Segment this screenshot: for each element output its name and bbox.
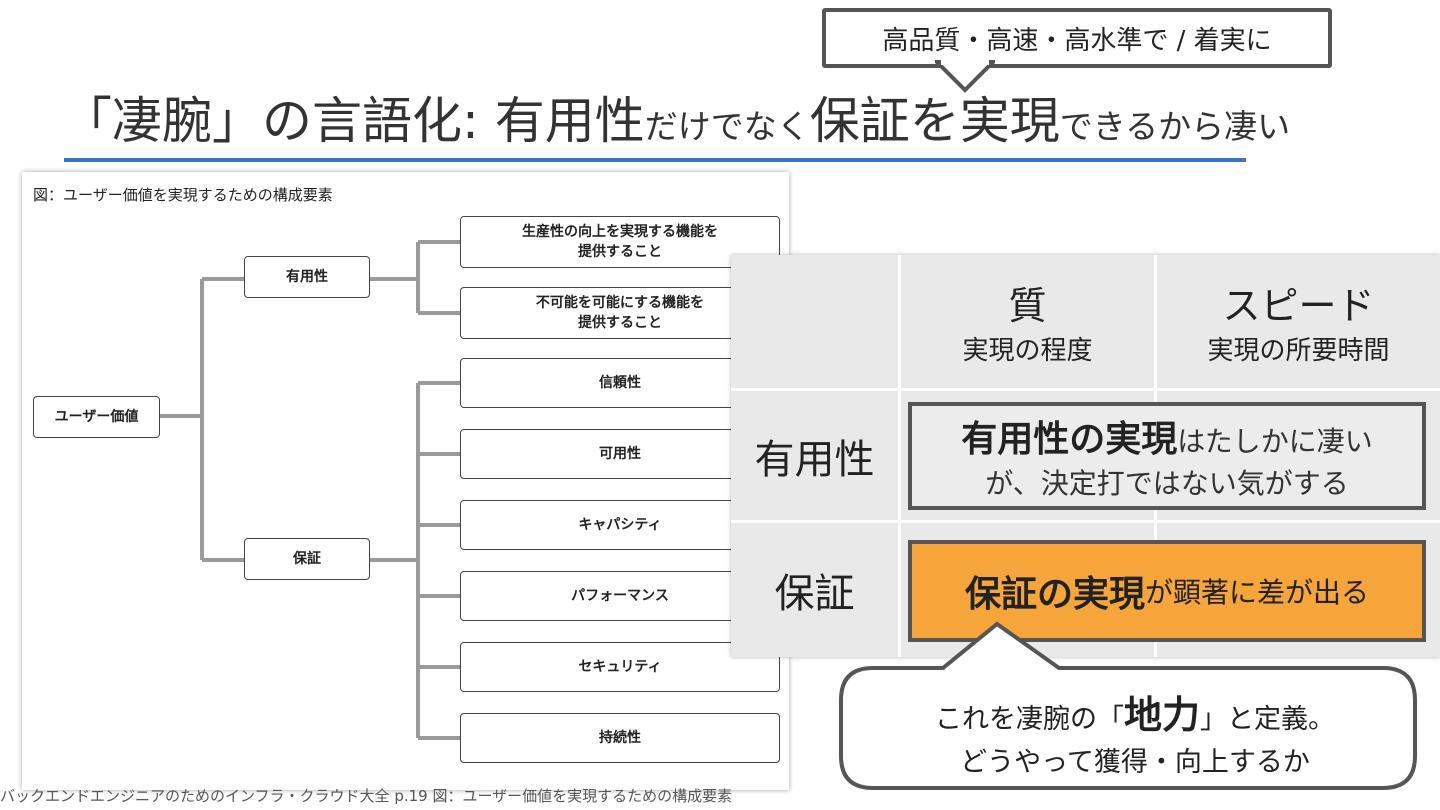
usefulness-strong: 有用性の実現 — [961, 419, 1178, 460]
guarantee-rest: が顕著に差が出る — [1145, 576, 1370, 609]
bottom-callout-strong: 地力 — [1123, 693, 1200, 737]
leaf-productivity-line2: 提供すること — [578, 244, 662, 260]
top-callout-text: 高品質・高速・高水準で / 着実に — [882, 25, 1272, 56]
row-usefulness-label: 有用性 — [731, 391, 898, 520]
leaf-capacity-label: キャパシティ — [578, 516, 662, 533]
node-user-value-label: ユーザー価値 — [54, 408, 139, 425]
bottom-callout-line-1: これを凄腕の「地力」と定義。 — [852, 688, 1418, 743]
leaf-security: セキュリティ — [460, 642, 780, 692]
cell-speed-header: スピード 実現の所要時間 — [1157, 255, 1440, 388]
bottom-callout-pre: これを凄腕の「 — [934, 704, 1124, 735]
slide-title: 「凄腕」の言語化: 有用性だけでなく保証を実現できるから凄い — [62, 86, 1432, 156]
leaf-sustainability: 持続性 — [460, 713, 780, 763]
leaf-impossible-line2: 提供すること — [578, 315, 662, 331]
bottom-callout-shape — [839, 621, 1417, 790]
title-underline — [64, 158, 1246, 162]
leaf-reliability: 信頼性 — [460, 358, 780, 408]
bottom-callout-line-2: どうやって獲得・向上するか — [960, 747, 1310, 779]
cell-corner — [731, 255, 898, 388]
header-quality: 質 — [1008, 284, 1047, 328]
cell-quality-header: 質 実現の程度 — [901, 255, 1154, 388]
leaf-impossible-line1: 不可能を可能にする機能を — [535, 294, 705, 311]
title-part-4: できるから凄い — [1059, 107, 1291, 146]
header-speed: スピード — [1222, 284, 1375, 328]
row-guarantee-label: 保証 — [731, 523, 898, 657]
node-user-value: ユーザー価値 — [33, 396, 160, 438]
usefulness-rest-1: はたしかに凄い — [1177, 425, 1373, 458]
header-speed-sub: 実現の所要時間 — [1207, 336, 1390, 366]
leaf-performance-label: パフォーマンス — [571, 587, 669, 604]
source-note: バックエンドエンジニアのためのインフラ・クラウド大全 p.19 図：ユーザー価値… — [0, 787, 733, 805]
row-usefulness-text: 有用性 — [754, 436, 875, 483]
title-part-1: 「凄腕」の言語化: 有用性 — [62, 92, 645, 150]
leaf-capacity: キャパシティ — [460, 500, 780, 550]
tree-connector-lines — [160, 240, 460, 740]
leaf-productivity-line1: 生産性の向上を実現する機能を — [522, 223, 718, 240]
figure-caption: 図：ユーザー価値を実現するための構成要素 — [33, 186, 333, 204]
guarantee-strong: 保証の実現 — [964, 574, 1145, 615]
bottom-callout-post: 」と定義。 — [1200, 704, 1335, 735]
bottom-callout-text: これを凄腕の「地力」と定義。 どうやって獲得・向上するか — [852, 688, 1418, 788]
header-quality-sub: 実現の程度 — [962, 336, 1093, 366]
leaf-availability-label: 可用性 — [599, 445, 641, 462]
top-callout: 高品質・高速・高水準で / 着実に — [822, 8, 1332, 68]
usefulness-line-1: 有用性の実現はたしかに凄い — [961, 410, 1372, 462]
title-part-3: 保証を実現 — [809, 92, 1060, 150]
node-guarantee: 保証 — [244, 538, 370, 580]
node-guarantee-label: 保証 — [293, 550, 321, 567]
leaf-sustainability-label: 持続性 — [599, 729, 641, 746]
leaf-reliability-label: 信頼性 — [599, 374, 641, 391]
node-usefulness-label: 有用性 — [286, 268, 328, 285]
leaf-productivity: 生産性の向上を実現する機能を 提供すること — [460, 216, 780, 268]
title-part-2: だけでなく — [644, 107, 810, 146]
top-callout-pointer — [935, 60, 995, 93]
row-guarantee-text: 保証 — [774, 571, 855, 617]
leaf-impossible: 不可能を可能にする機能を 提供すること — [460, 287, 780, 339]
node-usefulness: 有用性 — [244, 256, 370, 298]
leaf-security-label: セキュリティ — [578, 658, 662, 675]
usefulness-rest-2: が、決定打ではない気がする — [985, 467, 1349, 500]
leaf-performance: パフォーマンス — [460, 571, 780, 621]
usefulness-highlight-box: 有用性の実現はたしかに凄い が、決定打ではない気がする — [908, 402, 1426, 510]
